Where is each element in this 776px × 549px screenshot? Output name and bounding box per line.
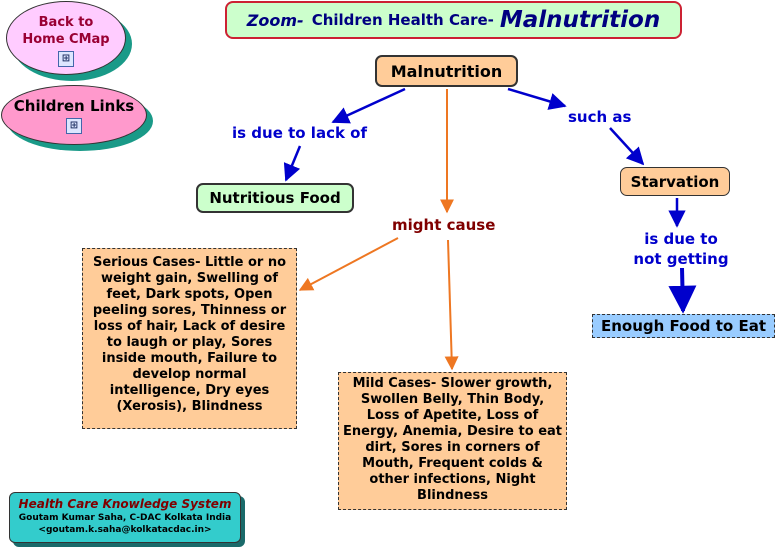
footer-author: Goutam Kumar Saha, C-DAC Kolkata India bbox=[18, 513, 232, 523]
link-cause-to-serious bbox=[298, 237, 399, 291]
concept-map-icon[interactable]: ⊞ bbox=[66, 117, 82, 134]
linking-phrase-might-cause: might cause bbox=[392, 216, 496, 234]
not-getting-line2: not getting bbox=[633, 250, 729, 268]
home-label-line1: Back to bbox=[38, 14, 94, 30]
link-malnutrition-to-lack bbox=[331, 87, 406, 124]
title-zoom: Zoom- bbox=[246, 10, 304, 30]
not-getting-line1: is due to bbox=[644, 230, 718, 248]
link-malnutrition-to-suchas bbox=[507, 87, 567, 110]
link-lack-to-nutritious bbox=[283, 145, 302, 182]
back-to-home-cmap-button[interactable]: Back to Home CMap ⊞ bbox=[6, 1, 126, 75]
concept-mild-cases[interactable]: Mild Cases- Slower growth, Swollen Belly… bbox=[338, 372, 567, 510]
link-cause-to-mild bbox=[444, 239, 459, 371]
page-title: Zoom- Children Health Care- Malnutrition bbox=[225, 1, 682, 39]
footer-credits: Health Care Knowledge System Goutam Kuma… bbox=[9, 492, 241, 543]
title-main: Children Health Care- bbox=[311, 11, 494, 29]
linking-phrase-not-getting: is due to not getting bbox=[620, 229, 742, 269]
footer-title: Health Care Knowledge System bbox=[18, 497, 232, 511]
footer-email: <goutam.k.saha@kolkatacdac.in> bbox=[38, 525, 212, 535]
linking-phrase-such-as: such as bbox=[568, 108, 632, 126]
concept-nutritious-food[interactable]: Nutritious Food bbox=[196, 183, 354, 213]
concept-starvation[interactable]: Starvation bbox=[620, 167, 730, 196]
children-links-label: Children Links bbox=[13, 96, 135, 115]
concept-malnutrition[interactable]: Malnutrition bbox=[375, 55, 518, 87]
concept-enough-food[interactable]: Enough Food to Eat bbox=[592, 314, 775, 338]
home-label-line2: Home CMap bbox=[22, 31, 110, 47]
children-links-button[interactable]: Children Links ⊞ bbox=[1, 85, 147, 145]
linking-phrase-due-to-lack: is due to lack of bbox=[232, 124, 367, 142]
concept-map-icon[interactable]: ⊞ bbox=[58, 50, 74, 67]
title-topic: Malnutrition bbox=[499, 7, 661, 33]
concept-serious-cases[interactable]: Serious Cases- Little or no weight gain,… bbox=[82, 248, 297, 429]
link-suchas-to-starvation bbox=[609, 127, 645, 166]
link-notgetting-to-food bbox=[668, 267, 697, 314]
